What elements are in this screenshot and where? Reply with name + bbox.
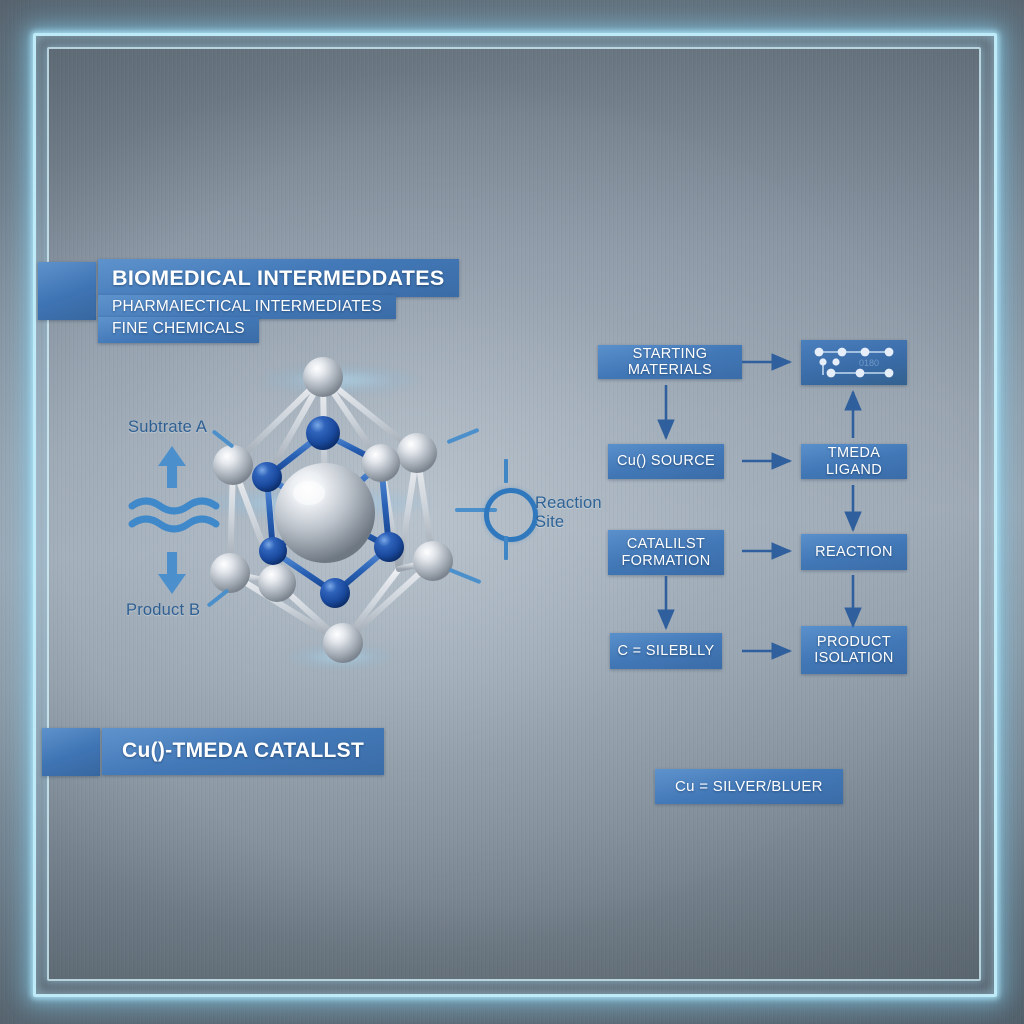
title-block: BIOMEDICAL INTERMEDDATES PHARMAIECTICAL … [98,259,459,343]
flow-node-c-silebly[interactable]: C = SILEBLLY [610,633,722,669]
outer-glow-frame [33,33,997,997]
flow-node-label: REACTION [815,543,893,560]
label-product-b: Product B [126,601,201,619]
flow-node-label: STARTING MATERIALS [627,345,713,378]
flow-node-catalyst-formation[interactable]: CATALILST FORMATION [608,530,724,575]
flow-node-label: PRODUCT ISOLATION [814,633,894,666]
label-substrate-a: Subtrate A [128,418,208,436]
page-title: BIOMEDICAL INTERMEDDATES [98,259,459,297]
arrow-up-icon [158,446,186,488]
flow-node-label: Cu() SOURCE [616,453,716,470]
title-accent-square [38,262,96,320]
accent-stroke-right-arrow [455,508,497,512]
flow-node-tmeda-ligand[interactable]: TMEDA LIGAND [801,444,907,479]
flow-node-product-isolation[interactable]: PRODUCT ISOLATION [801,626,907,674]
label-reaction-site-line1: Reaction [535,494,602,512]
caption-catalyst: Cu()-TMEDA CATALLST [102,728,385,775]
wave-icon [128,497,220,533]
flow-node-label: CATALILST FORMATION [621,536,711,569]
reaction-site-tick-bottom [504,536,508,560]
legend-color-key: Cu = SILVER/BLUER [655,769,843,804]
flow-node-cu-source[interactable]: Cu() SOURCE [608,444,724,479]
flow-node-label: TMEDA LIGAND [825,445,883,478]
flux-indicator-icon [128,446,220,594]
reaction-site-ring-icon [484,488,538,542]
page-subtitle-2: FINE CHEMICALS [98,317,259,343]
reaction-site-tick-top [504,459,508,483]
flow-node-label: C = SILEBLLY [617,642,715,659]
flow-node-starting-materials[interactable]: STARTING MATERIALS [598,345,742,379]
svg-text:0180: 0180 [859,358,879,368]
flow-node-structure-thumbnail[interactable]: 0180 [801,340,907,385]
label-reaction-site: Reaction Site [535,494,602,532]
page-subtitle: PHARMAIECTICAL INTERMEDIATES [98,295,396,319]
label-reaction-site-line2: Site [535,512,565,531]
flow-node-reaction[interactable]: REACTION [801,534,907,570]
molecule-cluster-illustration [210,357,453,663]
caption-accent-square [42,728,100,776]
lattice-thumbnail-icon: 0180 [814,347,894,378]
arrow-down-icon [158,552,186,594]
inner-glow-frame [47,47,981,981]
